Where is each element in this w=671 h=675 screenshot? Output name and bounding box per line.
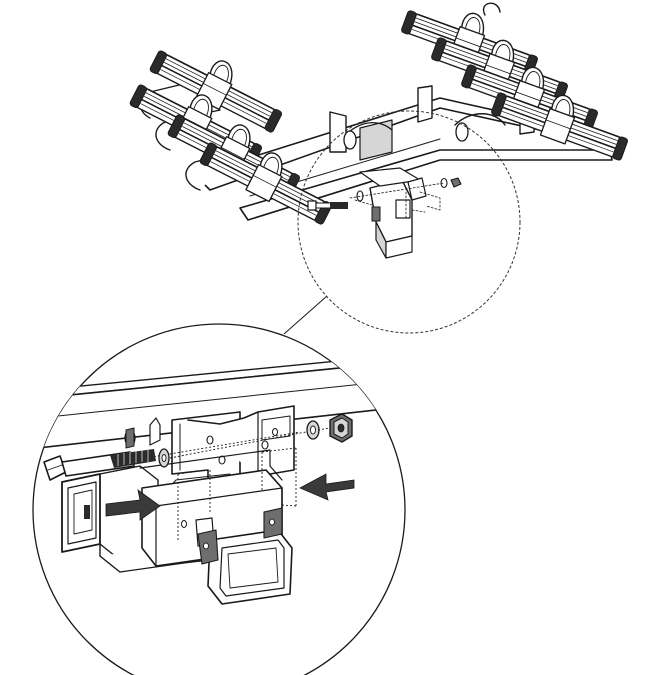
bolt-icon [43, 449, 156, 481]
cradle-bank-left [127, 31, 343, 229]
arrow-right-icon [105, 489, 161, 521]
callout-leader-line [283, 295, 328, 335]
frame-beam [33, 352, 405, 451]
zoomed-detail [33, 352, 405, 605]
washer-icon [158, 448, 170, 468]
mounting-bracket [124, 405, 295, 489]
carrier-assembly [127, 0, 636, 259]
cradle-bank-right [398, 0, 636, 165]
alignment-guides [145, 431, 301, 540]
nut-icon [450, 177, 462, 188]
hitch-mount-small [354, 167, 441, 259]
washer-icon [440, 177, 448, 189]
washer-icon [306, 420, 320, 440]
detail-marker-circle [297, 110, 521, 334]
bolt-icon [307, 200, 348, 211]
sleeve-tube [141, 469, 293, 605]
arrow-left-icon [299, 473, 355, 501]
nut-icon [329, 413, 353, 443]
